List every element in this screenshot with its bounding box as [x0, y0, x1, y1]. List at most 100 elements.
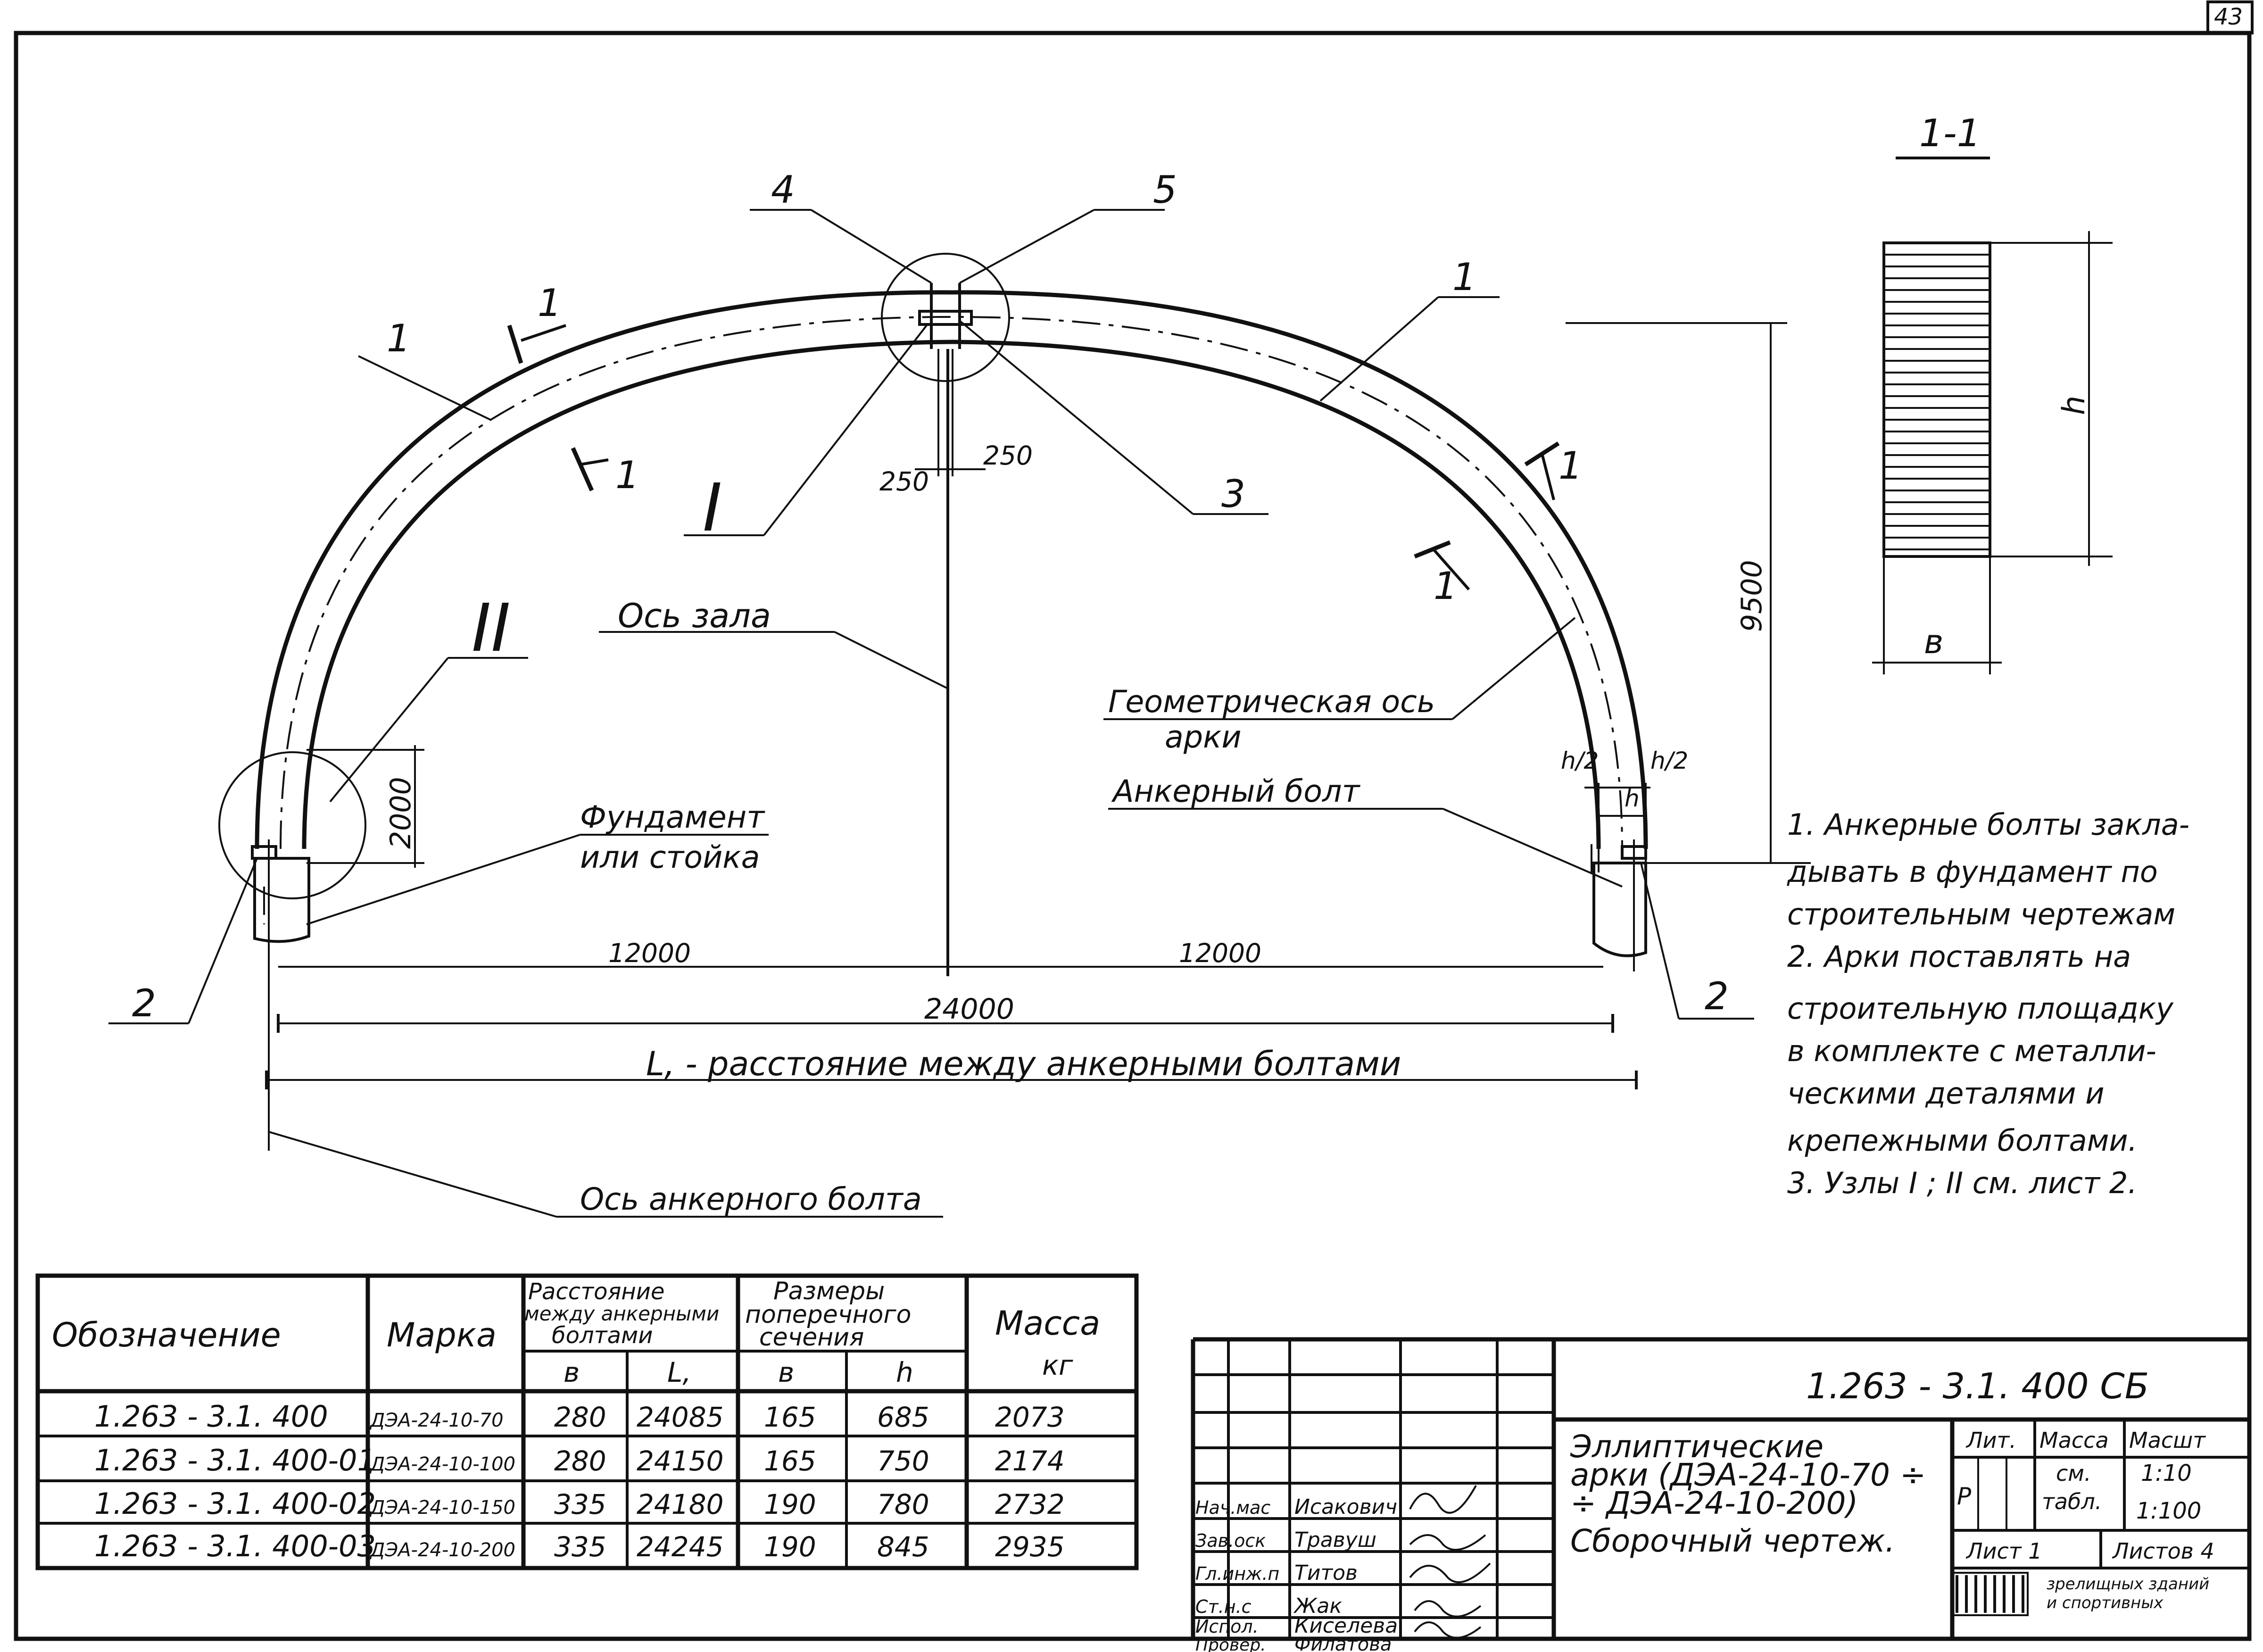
- header-mass: Масса: [995, 1304, 1100, 1343]
- table-row: 1.263 - 3.1. 400 ДЭА-24-10-70 280 24085 …: [94, 1399, 1065, 1434]
- pos1-right-label: 1: [1452, 255, 1476, 299]
- dim-h2-right: h/2: [1650, 747, 1688, 774]
- header-sub-b2: в: [778, 1356, 794, 1388]
- note-line-8: крепежными болтами.: [1787, 1123, 2137, 1158]
- geom-axis-label-2: арки: [1165, 720, 1242, 755]
- node-II-label: II: [472, 590, 511, 667]
- drawing-code: 1.263 - 3.1. 400 СБ: [1806, 1365, 2149, 1407]
- pos2-right-label: 2: [1705, 974, 1729, 1018]
- header-sub-h: h: [896, 1356, 913, 1388]
- right-foundation: [1592, 862, 1647, 957]
- cut-mark-1b: 1: [615, 453, 639, 497]
- table-row: 1.263 - 3.1. 400-01 ДЭА-24-10-100 280 24…: [94, 1443, 1065, 1478]
- dim-h-support: h: [1625, 785, 1640, 812]
- row1-designation: 1.263 - 3.1. 400: [94, 1399, 328, 1434]
- left-support: [218, 751, 366, 1151]
- sheets-label: Листов 4: [2112, 1538, 2214, 1564]
- pos3-label: 3: [1221, 472, 1245, 516]
- row3-L: 24180: [637, 1488, 724, 1520]
- spec-table: Обозначение Марка Расстояние между анкер…: [35, 1273, 1139, 1570]
- row1-h: 685: [877, 1401, 929, 1433]
- cut-mark-1c: 1: [1558, 444, 1583, 488]
- mass-value-2: табл.: [2042, 1489, 2102, 1514]
- anchor-bolt-label: Анкерный болт: [1111, 774, 1361, 809]
- row3-designation: 1.263 - 3.1. 400-02: [94, 1486, 376, 1521]
- note-line-3: строительным чертежам: [1787, 897, 2175, 931]
- lit-value: Р: [1957, 1483, 1972, 1510]
- title-block: Нач.мас Исакович Зав.оск Травуш Гл.инж.п…: [1191, 1337, 2249, 1652]
- title-line-4: Сборочный чертеж.: [1570, 1523, 1895, 1559]
- geom-axis-label-1: Геометрическая ось: [1108, 684, 1435, 720]
- table-row: 1.263 - 3.1. 400-02 ДЭА-24-10-150 335 24…: [94, 1486, 1065, 1521]
- signature-scribble-3: [1409, 1562, 1491, 1583]
- row3-sb: 190: [764, 1488, 816, 1520]
- dim-9500: 9500: [1735, 560, 1768, 632]
- note-line-6: в комплекте с металли-: [1787, 1034, 2156, 1068]
- pos2-left-label: 2: [132, 981, 156, 1025]
- sig-role-6: Провер.: [1195, 1635, 1266, 1652]
- dim-12000-right: 12000: [1179, 938, 1261, 968]
- row2-b: 280: [554, 1445, 606, 1477]
- arch: [255, 290, 1648, 849]
- row3-b: 335: [554, 1488, 606, 1520]
- row4-sb: 190: [764, 1531, 816, 1563]
- title-line-2: арки (ДЭА-24-10-70 ÷: [1570, 1457, 1926, 1493]
- anchor-axis-label: Ось анкерного болта: [580, 1182, 922, 1217]
- header-sub-b1: в: [564, 1356, 580, 1388]
- row4-h: 845: [877, 1531, 929, 1563]
- header-distance-3: болтами: [552, 1322, 653, 1349]
- section-title: 1-1: [1919, 111, 1981, 155]
- scale-label: Масшт: [2129, 1428, 2206, 1453]
- crown-node: [881, 253, 1010, 476]
- header-section-2: поперечного: [745, 1301, 911, 1329]
- row2-mark: ДЭА-24-10-100: [369, 1453, 515, 1475]
- sheet-number-box: [2206, 0, 2254, 34]
- section-h-label: h: [2056, 396, 2092, 415]
- signature-scribble-4: [1414, 1600, 1482, 1618]
- dim-L-label: L, - расстояние между анкерными болтами: [646, 1045, 1401, 1083]
- section-b-label: в: [1924, 623, 1943, 661]
- cut-mark-1d: 1: [1434, 564, 1458, 608]
- node-circle-support: [218, 751, 366, 899]
- pos1-left-label: 1: [387, 316, 411, 360]
- crown-plate: [918, 310, 973, 326]
- row1-L: 24085: [637, 1401, 724, 1433]
- hall-axis-label: Ось зала: [618, 597, 771, 635]
- sig-role-5: Испол.: [1195, 1616, 1259, 1637]
- row3-mass: 2732: [995, 1488, 1065, 1520]
- node-circle-crown: [881, 253, 1010, 382]
- note-line-1: 1. Анкерные болты закла-: [1787, 807, 2189, 842]
- leaders: 1 1 4 5 3 I II Ось зала Геометрическая о…: [108, 168, 1754, 1218]
- row2-h: 750: [877, 1445, 929, 1477]
- section-1-1: 1-1 h в: [1872, 111, 2113, 674]
- sig-name-4: Жак: [1293, 1594, 1342, 1618]
- row2-L: 24150: [637, 1445, 724, 1477]
- dim-h2-left: h/2: [1561, 747, 1599, 774]
- dim-12000-left: 12000: [608, 938, 691, 968]
- row1-mass: 2073: [995, 1401, 1065, 1433]
- row4-mark: ДЭА-24-10-200: [369, 1539, 515, 1561]
- dim-250-left: 250: [879, 466, 929, 497]
- row1-mark: ДЭА-24-10-70: [369, 1410, 504, 1431]
- note-line-5: строительную площадку: [1787, 991, 2174, 1026]
- pos4-label: 4: [771, 168, 795, 212]
- row3-h: 780: [877, 1488, 929, 1520]
- sig-role-4: Ст.н.с: [1195, 1596, 1252, 1617]
- title-line-1: Эллиптические: [1570, 1428, 1824, 1465]
- pos5-label: 5: [1153, 168, 1177, 212]
- signature-scribble-1: [1409, 1485, 1477, 1514]
- dim-250-right: 250: [983, 440, 1033, 471]
- org-line-1: зрелищных зданий: [2047, 1575, 2209, 1594]
- dim-24000: 24000: [924, 993, 1014, 1026]
- right-support: [1591, 783, 1647, 971]
- foundation-label-2: или стойка: [580, 840, 760, 875]
- note-line-7: ческими деталями и: [1787, 1076, 2105, 1111]
- lit-label: Лит.: [1965, 1428, 2016, 1453]
- arch-outer-edge: [255, 290, 1648, 849]
- header-mark: Марка: [387, 1316, 497, 1354]
- mass-value-1: см.: [2056, 1461, 2091, 1486]
- node-I-label: I: [703, 470, 722, 547]
- foundation-label-1: Фундамент: [580, 800, 765, 835]
- row1-sb: 165: [764, 1401, 816, 1433]
